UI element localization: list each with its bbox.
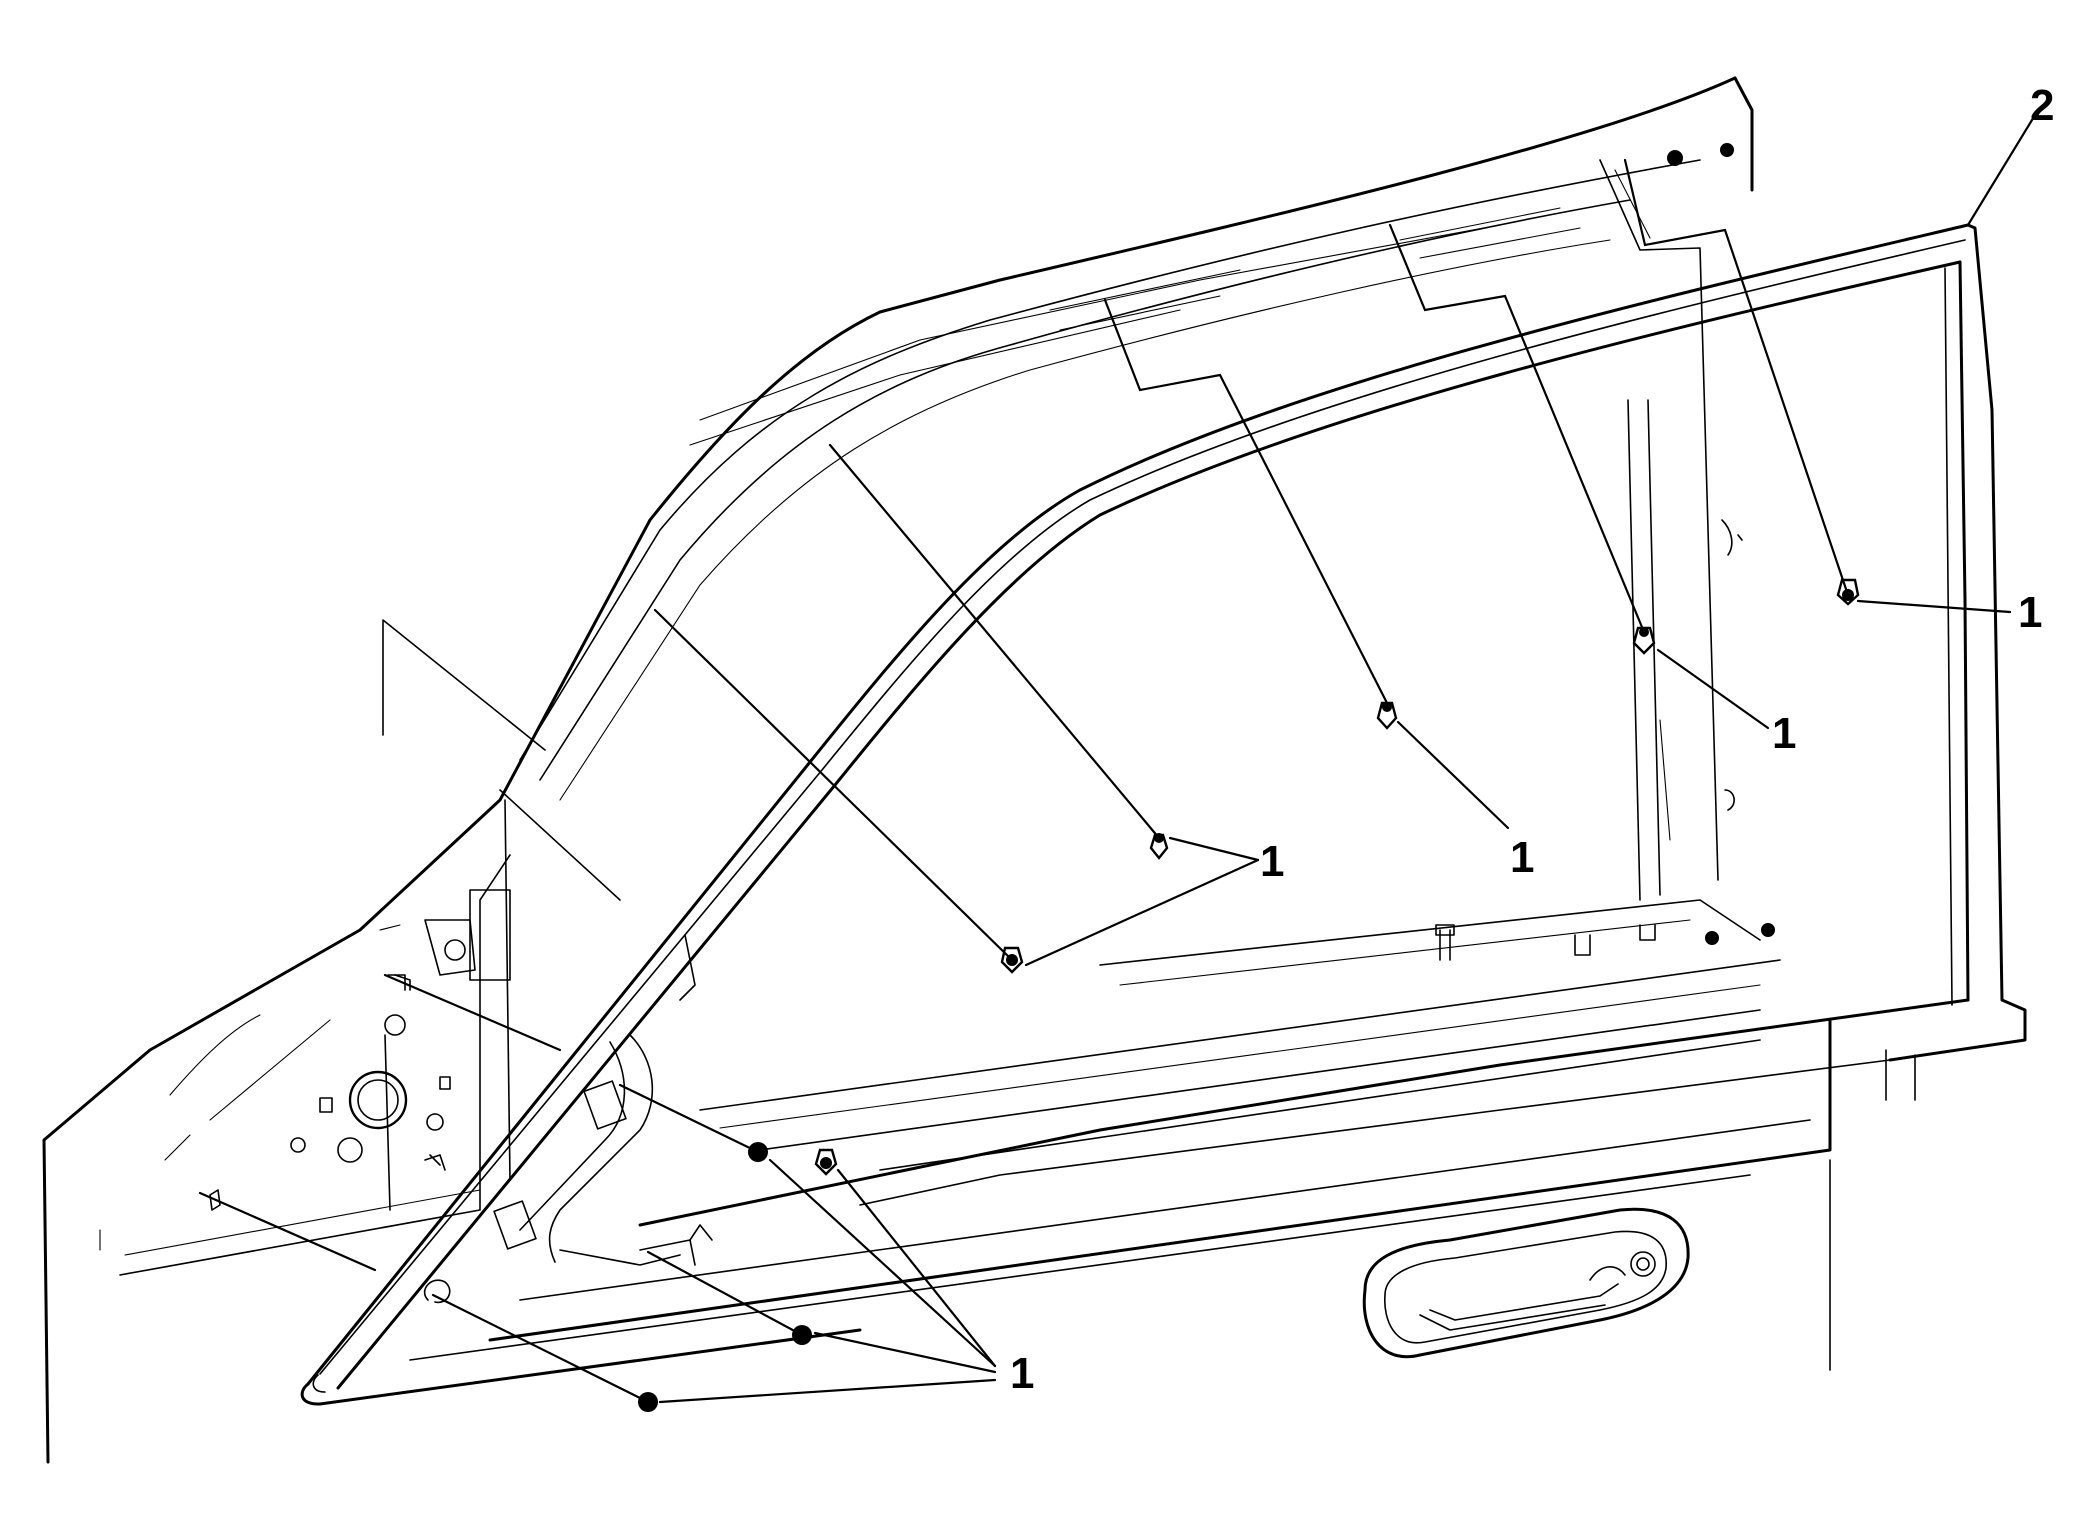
leader-lines	[198, 118, 2034, 1404]
callout-label-fastener: 1	[1260, 837, 1284, 886]
callout-label-fastener: 1	[1010, 1349, 1034, 1398]
callout-label-fastener: 1	[1772, 709, 1796, 758]
fastener-icon	[814, 1148, 838, 1176]
fastener-icon	[1632, 626, 1656, 655]
nut-icon	[1761, 923, 1775, 937]
door-handle	[1362, 1207, 1690, 1359]
callout-label-fastener: 1	[2018, 588, 2042, 637]
callout-labels: 1 1 1 1 1 2	[1010, 81, 2054, 1398]
callout-label-molding: 2	[2030, 81, 2054, 130]
fastener-markers	[638, 143, 1860, 1412]
callout-label-fastener: 1	[1510, 833, 1534, 882]
nut-icon	[1720, 143, 1734, 157]
nut-icon	[1705, 931, 1719, 945]
fastener-icon	[1376, 701, 1398, 730]
nut-icon	[1667, 150, 1683, 166]
window-molding	[300, 223, 2027, 1406]
mirror-mount-area	[99, 619, 621, 1276]
door-panel	[42, 76, 1916, 1464]
